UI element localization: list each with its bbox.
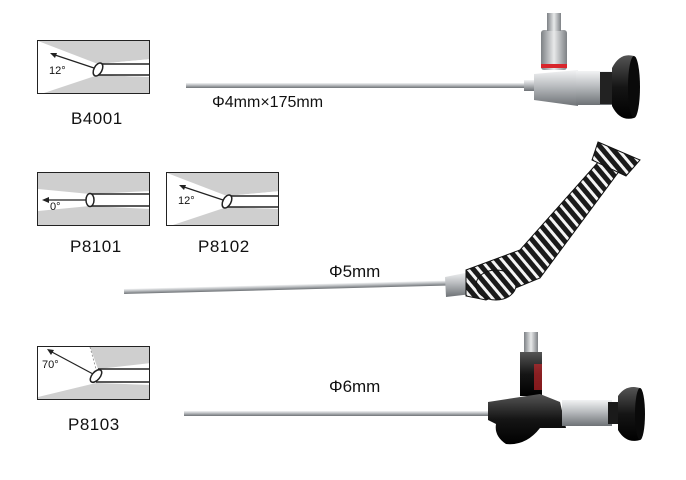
view-angle-diagram-p8101: 0° [37,172,150,226]
view-angle-diagram-b4001: 12° [37,40,150,94]
angle-label: 0° [50,201,61,213]
view-angle-diagram-p8103: 70° [37,346,150,400]
angle-label: 12° [49,65,66,77]
angle-label: 12° [178,195,195,207]
dimension-label-b4001: Φ4mm×175mm [212,94,324,111]
angle-label: 70° [42,359,59,371]
scope-p8103-illustration [184,332,645,445]
product-code-p8103: P8103 [68,415,120,434]
product-code-p8102: P8102 [198,237,250,256]
dimension-label-p8103: Φ6mm [329,377,381,396]
product-code-p8101: P8101 [70,237,122,256]
product-code-b4001: B4001 [71,109,123,128]
scope-b4001-illustration [186,13,640,119]
dimension-label-p8102: Φ5mm [329,262,381,281]
scope-p8102-illustration [123,141,641,301]
view-angle-diagram-p8102: 12° [166,172,279,226]
